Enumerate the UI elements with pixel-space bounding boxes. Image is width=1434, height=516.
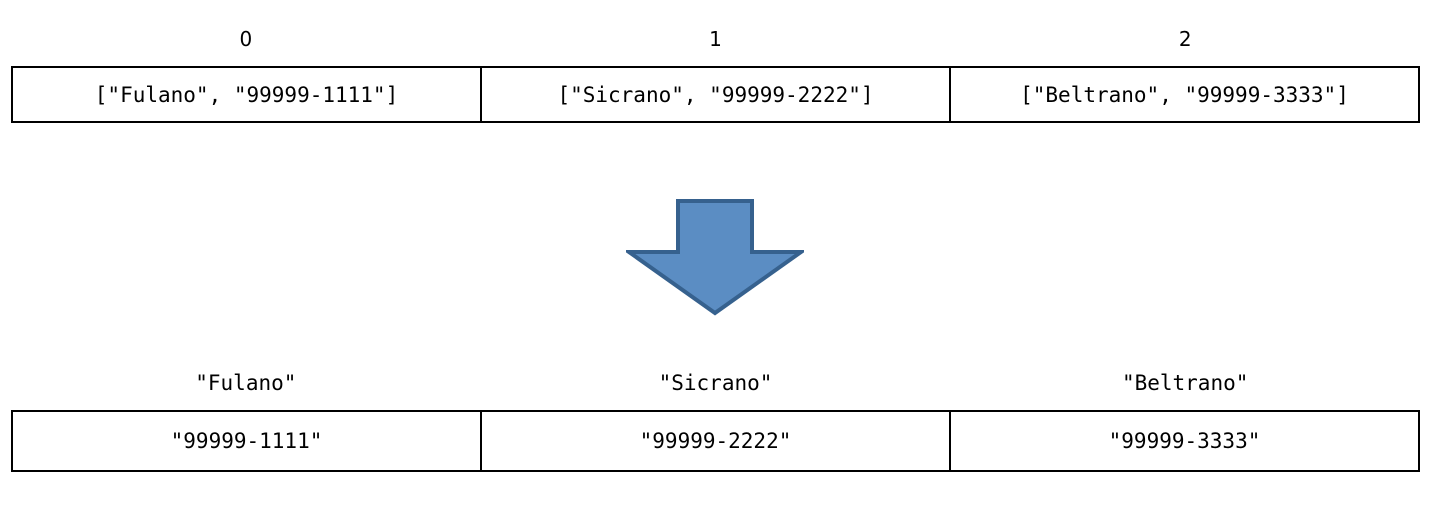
- result-cell-1: "99999-2222": [480, 412, 949, 470]
- source-list-index-headers: 0 1 2: [11, 26, 1420, 52]
- index-header-0: 0: [239, 27, 253, 51]
- source-cell-2: ["Beltrano", "99999-3333"]: [949, 68, 1418, 121]
- key-header-1: "Sicrano": [658, 371, 773, 395]
- result-cell-2: "99999-3333": [949, 412, 1418, 470]
- key-header-0: "Fulano": [195, 371, 297, 395]
- key-header-2: "Beltrano": [1121, 371, 1249, 395]
- source-list-cells: ["Fulano", "99999-1111"] ["Sicrano", "99…: [11, 66, 1420, 123]
- source-cell-0: ["Fulano", "99999-1111"]: [94, 82, 399, 107]
- down-arrow-icon: [626, 198, 804, 316]
- source-list-table: 0 1 2 ["Fulano", "99999-1111"] ["Sicrano…: [11, 26, 1420, 123]
- result-cell-0: "99999-1111": [170, 429, 323, 453]
- result-dict-cells: "99999-1111" "99999-2222" "99999-3333": [11, 410, 1420, 472]
- result-dict-table: "Fulano" "Sicrano" "Beltrano" "99999-111…: [11, 370, 1420, 472]
- result-dict-key-headers: "Fulano" "Sicrano" "Beltrano": [11, 370, 1420, 396]
- source-cell-1: ["Sicrano", "99999-2222"]: [480, 68, 949, 121]
- index-header-1: 1: [709, 27, 722, 51]
- index-header-2: 2: [1178, 27, 1192, 51]
